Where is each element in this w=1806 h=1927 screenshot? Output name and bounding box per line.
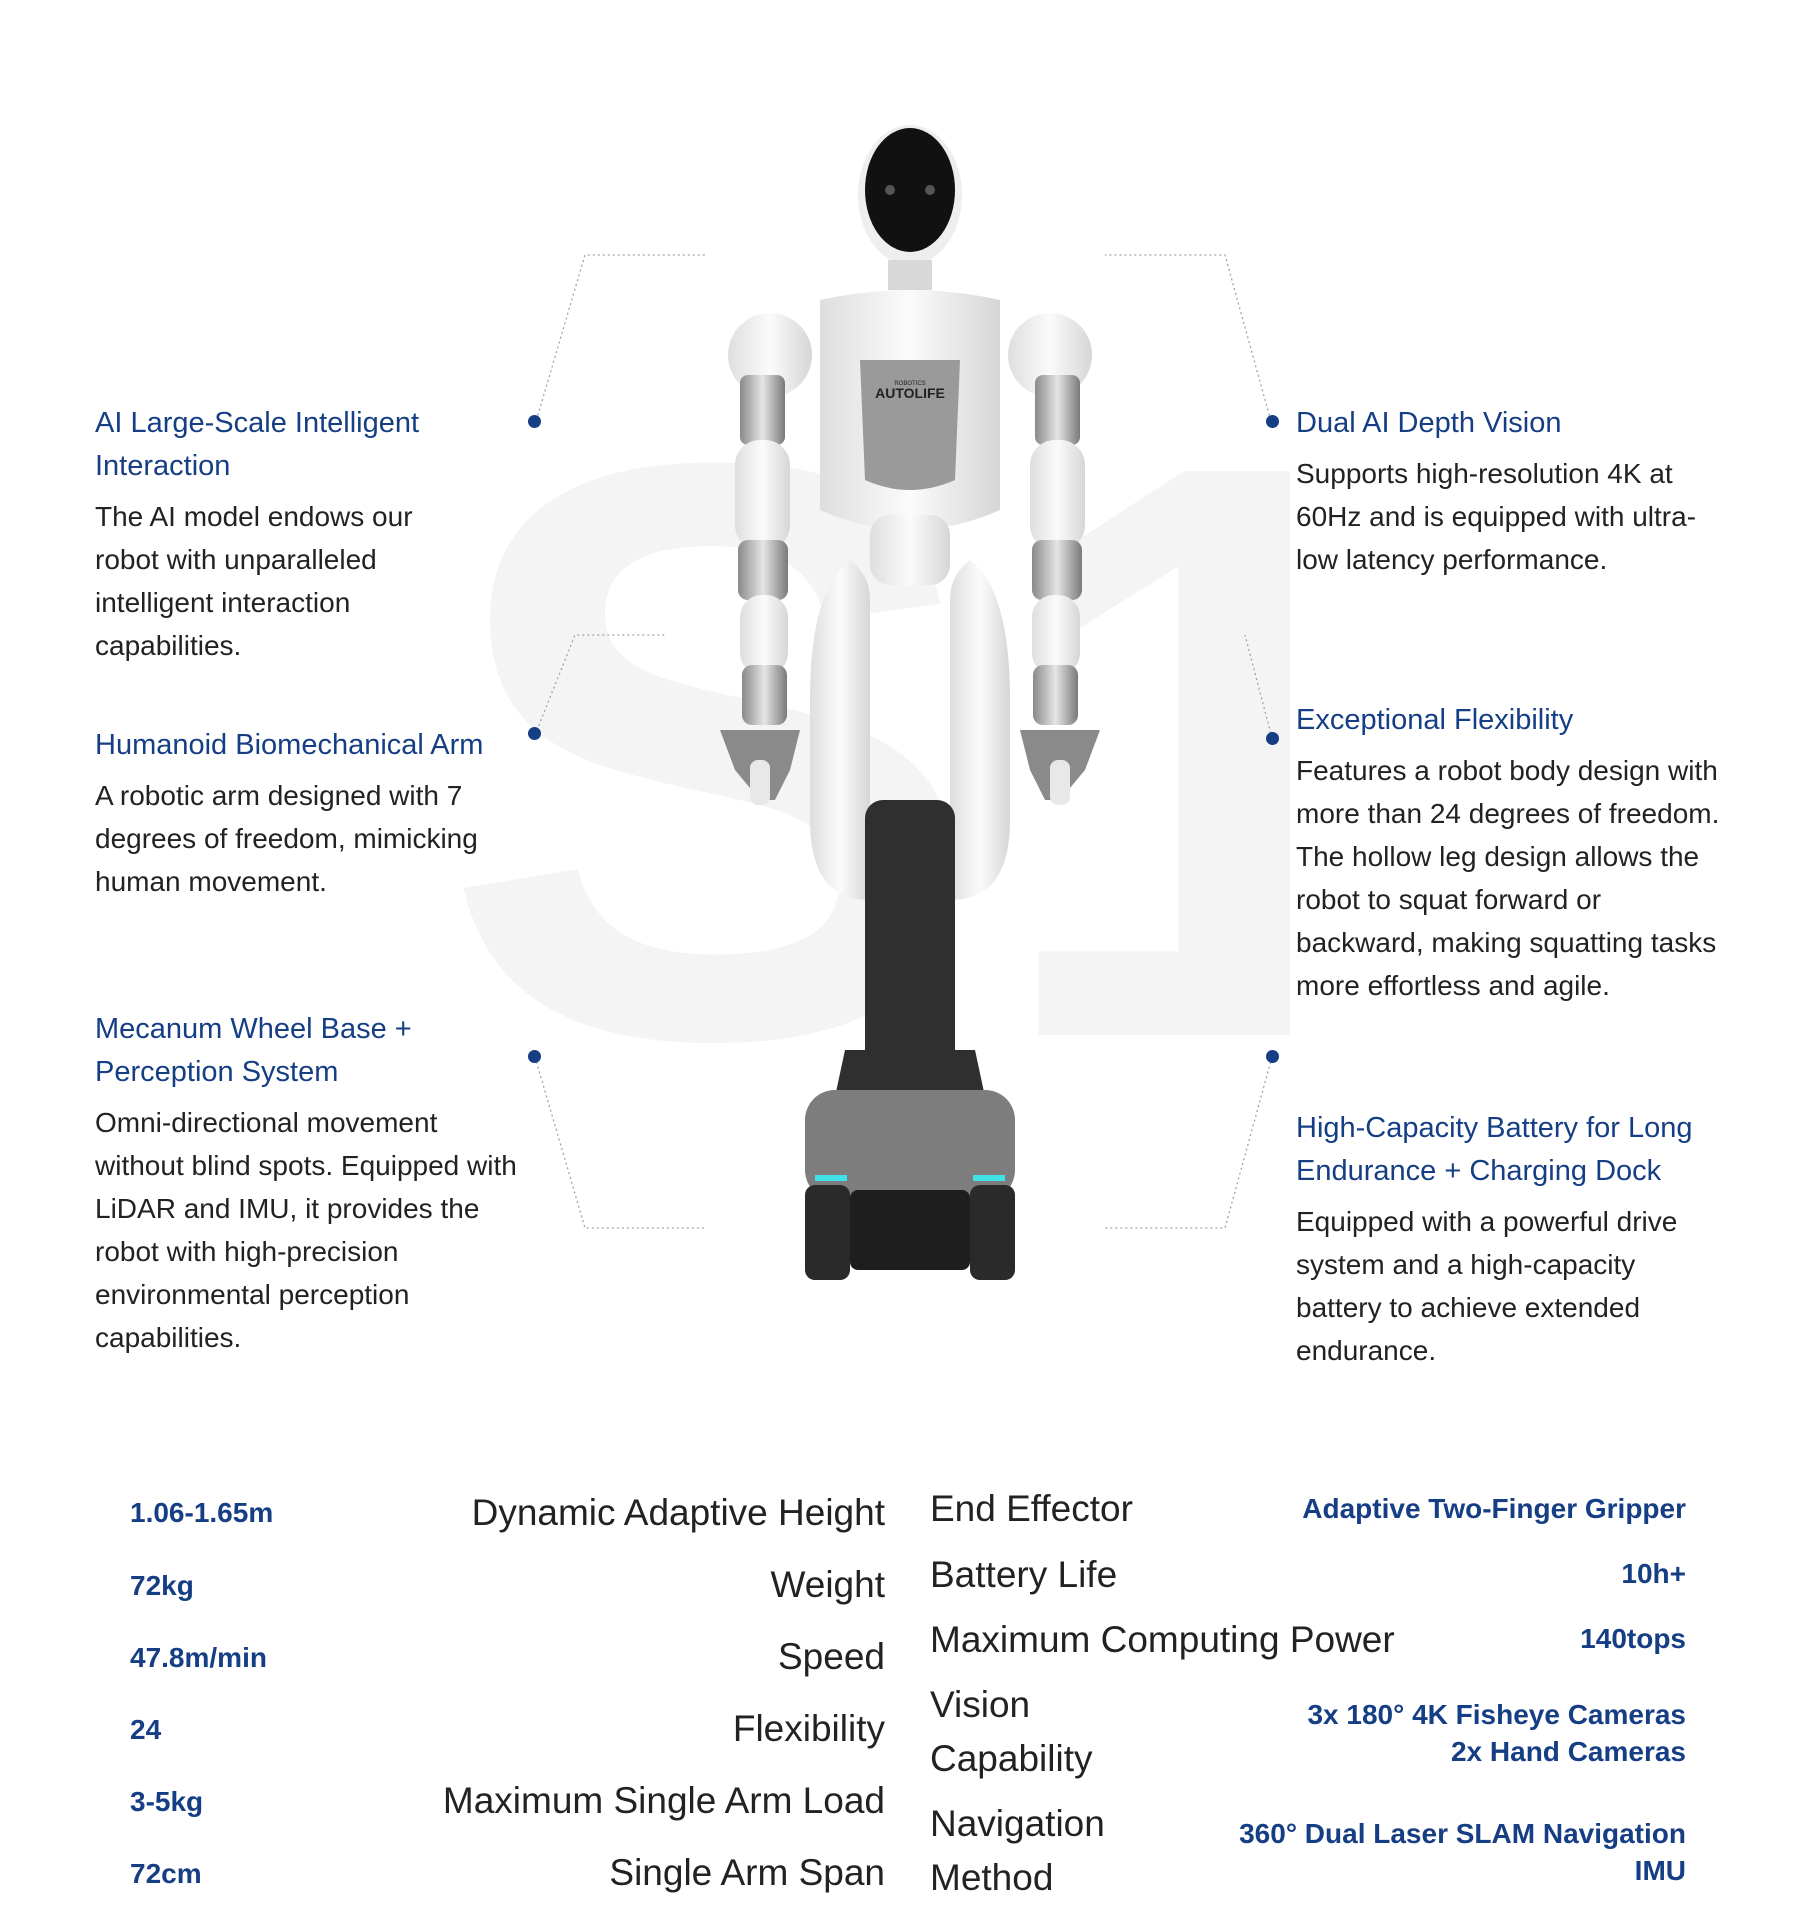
feature-body: A robotic arm designed with 7 degrees of…	[95, 780, 478, 897]
spec-label: Battery Life	[930, 1554, 1118, 1595]
spec-label: End Effector	[930, 1488, 1133, 1529]
spec-value: 10h+	[1621, 1558, 1686, 1589]
spec-value: 140tops	[1580, 1623, 1686, 1654]
spec-label: Single Arm Span	[609, 1852, 885, 1893]
feature-dot	[528, 1050, 541, 1063]
feature-title: High-Capacity Battery for Long Endurance…	[1296, 1112, 1693, 1187]
spec-value: 47.8m/min	[130, 1642, 267, 1673]
feature-title: Dual AI Depth Vision	[1296, 407, 1562, 439]
robot-illustration: ROBOTICS AUTOLIFE	[720, 125, 1100, 1280]
spec-value: 24	[130, 1714, 162, 1745]
spec-value: 72cm	[130, 1858, 202, 1889]
feature-title: Humanoid Biomechanical Arm	[95, 729, 484, 761]
feature-title: Mecanum Wheel Base + Perception System	[95, 1013, 412, 1088]
spec-label: Flexibility	[732, 1708, 885, 1749]
feature-title: Exceptional Flexibility	[1296, 704, 1574, 736]
spec-value: 3x 180° 4K Fisheye Cameras 2x Hand Camer…	[1307, 1699, 1686, 1767]
feature-dot	[528, 727, 541, 740]
feature-ai-interaction: AI Large-Scale Intelligent Interaction T…	[95, 402, 555, 667]
spec-label: Navigation Method	[930, 1803, 1105, 1898]
feature-body: Equipped with a powerful drive system an…	[1296, 1206, 1678, 1366]
spec-label: Vision Capability	[930, 1684, 1093, 1779]
spec-value: 360° Dual Laser SLAM Navigation IMU	[1239, 1818, 1686, 1886]
spec-label: Speed	[778, 1636, 885, 1677]
spec-value: 1.06-1.65m	[130, 1497, 274, 1528]
feature-body: Omni-directional movement without blind …	[95, 1107, 517, 1353]
feature-dot	[528, 415, 541, 428]
spec-label: Maximum Computing Power	[930, 1619, 1395, 1660]
spec-label: Weight	[770, 1564, 886, 1605]
feature-flexibility: Exceptional Flexibility Features a robot…	[1296, 699, 1756, 1007]
feature-body: The AI model endows our robot with unpar…	[95, 501, 413, 661]
feature-title: AI Large-Scale Intelligent Interaction	[95, 407, 420, 482]
feature-battery: High-Capacity Battery for Long Endurance…	[1296, 1107, 1756, 1372]
feature-body: Supports high-resolution 4K at 60Hz and …	[1296, 458, 1697, 575]
spec-value: Adaptive Two-Finger Gripper	[1302, 1493, 1686, 1524]
spec-value: 3-5kg	[130, 1786, 204, 1817]
feature-body: Features a robot body design with more t…	[1296, 755, 1720, 1001]
svg-text:ROBOTICS: ROBOTICS	[894, 381, 925, 387]
spec-value: 72kg	[130, 1570, 194, 1601]
spec-label: Maximum Single Arm Load	[442, 1780, 885, 1821]
spec-label: Dynamic Adaptive Height	[471, 1492, 885, 1533]
feature-dot	[1266, 732, 1279, 745]
feature-dot	[1266, 415, 1279, 428]
svg-text:AUTOLIFE: AUTOLIFE	[875, 385, 945, 401]
feature-biomechanical-arm: Humanoid Biomechanical Arm A robotic arm…	[95, 724, 555, 903]
feature-dot	[1266, 1050, 1279, 1063]
feature-depth-vision: Dual AI Depth Vision Supports high-resol…	[1296, 402, 1756, 581]
feature-mecanum-base: Mecanum Wheel Base + Perception System O…	[95, 1008, 555, 1359]
